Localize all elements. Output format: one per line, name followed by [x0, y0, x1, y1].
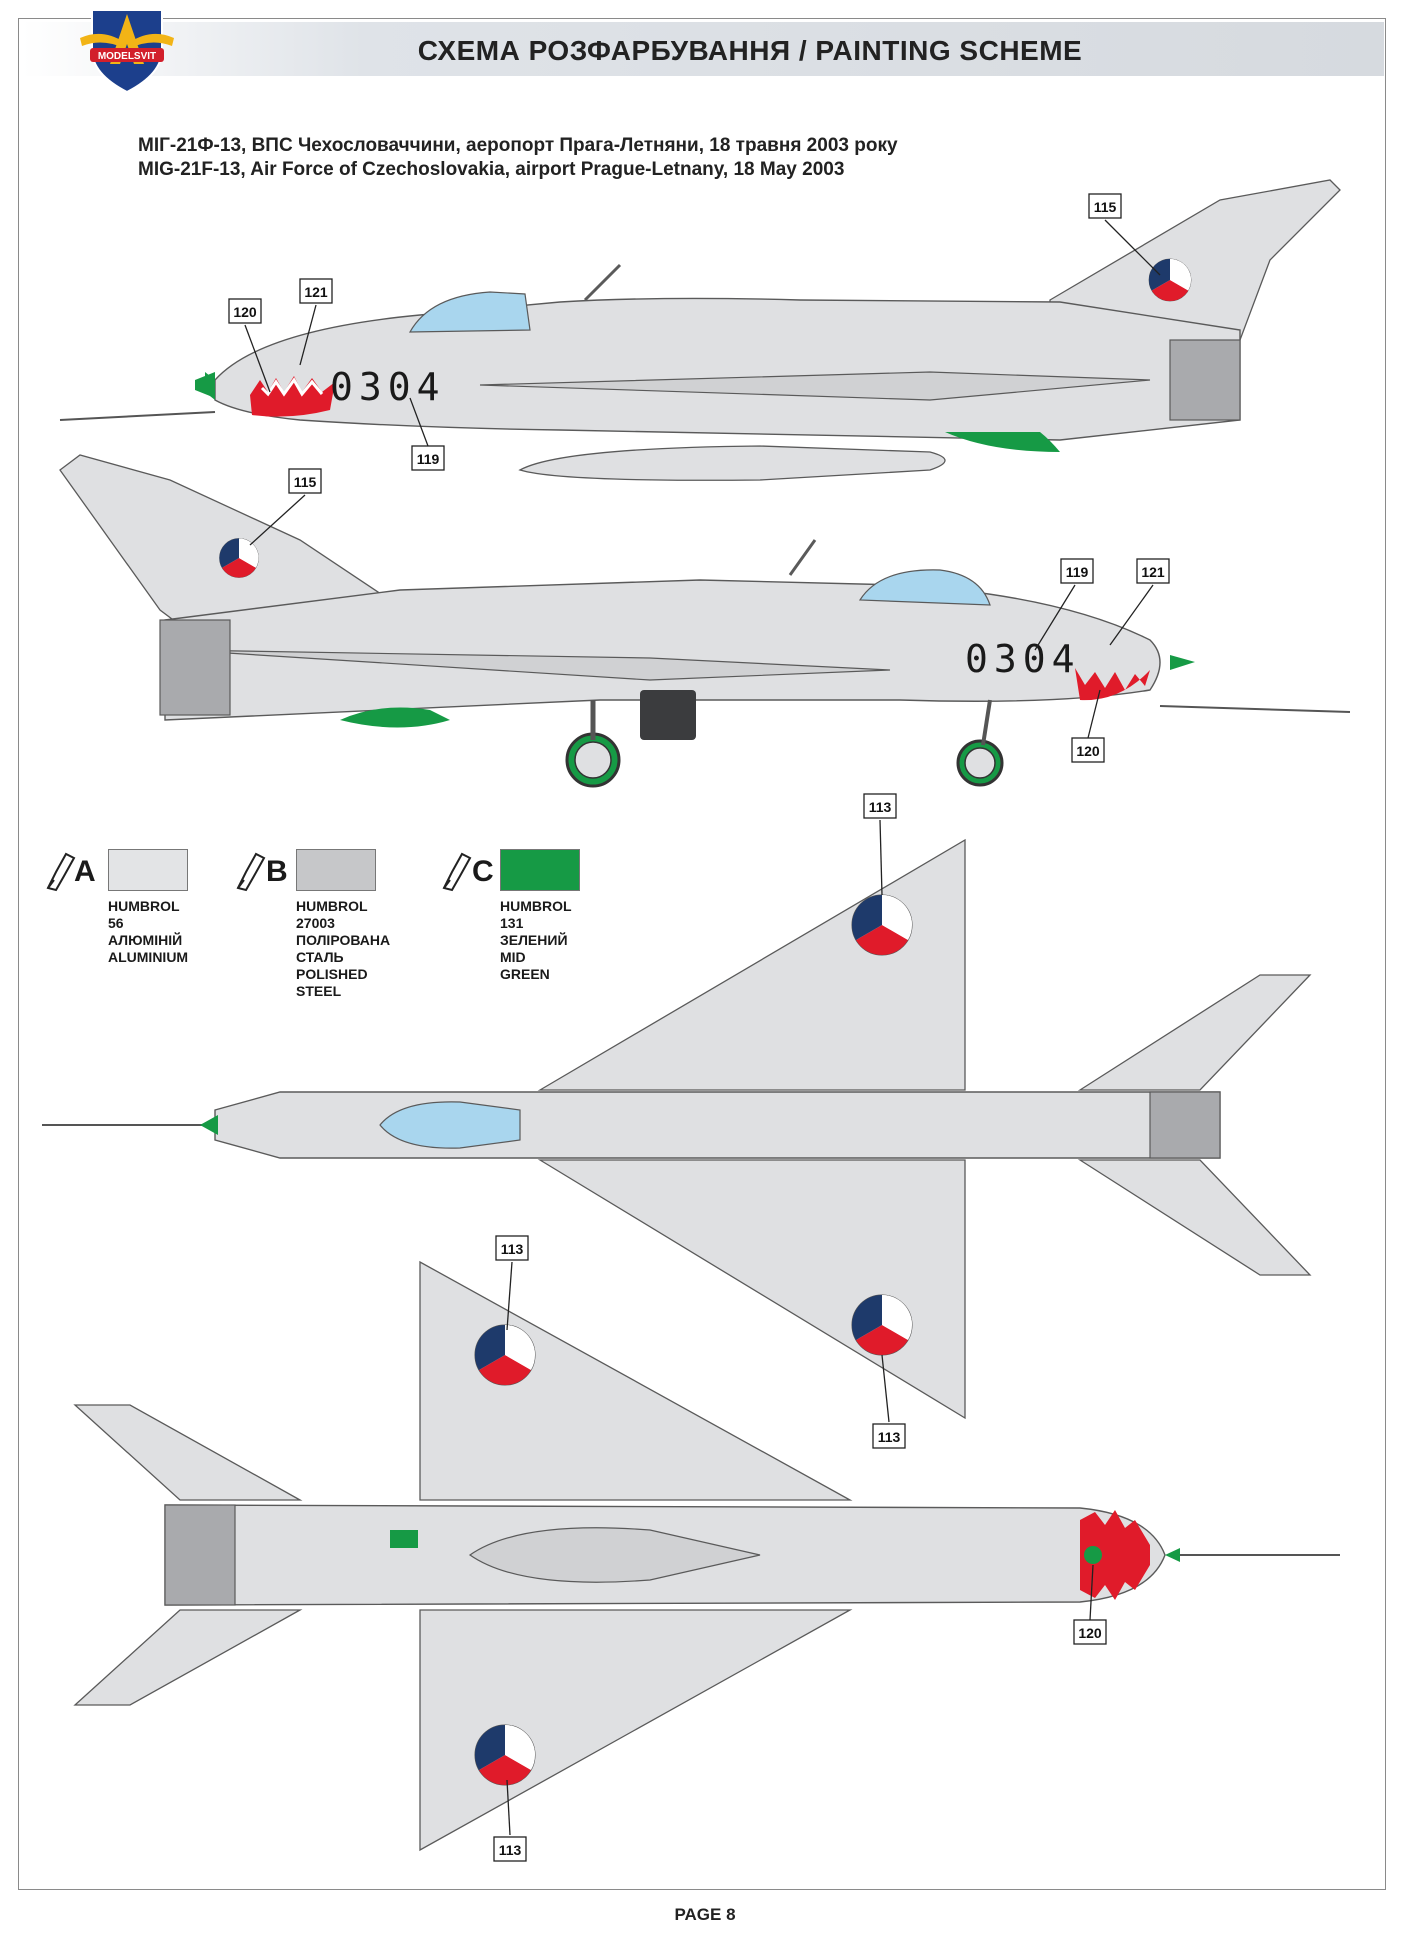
paint-name-ua-a: АЛЮМІНІЙ — [108, 932, 183, 948]
svg-text:115: 115 — [1094, 199, 1117, 215]
side-view-left: 0304 — [59, 179, 1341, 481]
svg-text:113: 113 — [878, 1429, 901, 1445]
brush-icon — [46, 852, 76, 892]
paint-brand-c: HUMBROL 131 — [500, 898, 572, 931]
paint-name-en-b: POLISHED STEEL — [296, 966, 368, 999]
side-view-right: 0304 — [59, 454, 1351, 788]
paint-swatch-a — [108, 849, 188, 891]
svg-text:119: 119 — [1066, 564, 1089, 580]
page-title: СХЕМА РОЗФАРБУВАННЯ / PAINTING SCHEME — [417, 35, 1083, 66]
caption-line-en: MIG-21F-13, Air Force of Czechoslovakia,… — [138, 159, 845, 180]
callout-119-a: 119 — [409, 397, 445, 471]
paint-swatch-c — [500, 849, 580, 891]
svg-text:119: 119 — [417, 451, 440, 467]
callout-120-bottom: 120 — [1073, 1564, 1107, 1645]
header-band — [22, 22, 1384, 76]
callout-120-a: 120 — [228, 298, 271, 393]
modelsvit-logo: MODELSVIT — [80, 9, 174, 94]
paint-name-en-c: MID GREEN — [500, 949, 550, 982]
paint-label-c: HUMBROL 131 ЗЕЛЕНИЙ MID GREEN — [500, 898, 571, 983]
callout-113-top-a: 113 — [863, 793, 897, 896]
svg-text:113: 113 — [499, 1842, 522, 1858]
brush-icon — [236, 852, 266, 892]
callout-115-b: 115 — [249, 468, 322, 546]
serial-number-side-left: 0304 — [330, 365, 446, 409]
callout-119-b: 119 — [1034, 558, 1094, 651]
paint-brand-a: HUMBROL 56 — [108, 898, 180, 931]
svg-text:121: 121 — [304, 284, 328, 300]
paint-swatch-b — [296, 849, 376, 891]
paint-name-ua-b: ПОЛІРОВАНА СТАЛЬ — [296, 932, 391, 965]
paint-letter-c: C — [472, 855, 494, 888]
paint-letter-a: A — [74, 855, 96, 888]
top-view — [42, 838, 1312, 1420]
paint-brand-b: HUMBROL 27003 — [296, 898, 368, 931]
callout-121-b: 121 — [1109, 558, 1170, 646]
paint-letter-b: B — [266, 855, 288, 888]
callout-120-b: 120 — [1071, 689, 1105, 763]
aircraft-caption: МІГ-21Ф-13, ВПС Чехословаччини, аеропорт… — [138, 134, 898, 182]
svg-text:120: 120 — [1078, 1625, 1102, 1641]
bottom-view — [73, 1260, 1340, 1852]
paint-name-en-a: ALUMINIUM — [108, 949, 189, 965]
svg-text:120: 120 — [233, 304, 257, 320]
svg-text:113: 113 — [501, 1241, 524, 1257]
logo-text: MODELSVIT — [98, 51, 156, 62]
paint-name-ua-c: ЗЕЛЕНИЙ — [500, 932, 568, 948]
svg-text:113: 113 — [869, 799, 892, 815]
callout-113-bottom-a: 113 — [495, 1235, 529, 1331]
caption-line-ua: МІГ-21Ф-13, ВПС Чехословаччини, аеропорт… — [138, 135, 898, 156]
svg-text:120: 120 — [1076, 743, 1100, 759]
svg-text:115: 115 — [294, 474, 317, 490]
paint-label-b: HUMBROL 27003 ПОЛІРОВАНА СТАЛЬ POLISHED … — [296, 898, 390, 1000]
paint-label-a: HUMBROL 56 АЛЮМІНІЙ ALUMINIUM — [108, 898, 188, 966]
serial-number-side-right: 0304 — [965, 637, 1081, 681]
callout-113-bottom-b: 113 — [493, 1779, 527, 1862]
brush-icon — [442, 852, 472, 892]
svg-text:121: 121 — [1141, 564, 1165, 580]
callout-121-a: 121 — [299, 278, 333, 366]
callout-115-a: 115 — [1088, 193, 1161, 276]
callout-113-top-b: 113 — [872, 1354, 906, 1449]
page-number: PAGE 8 — [674, 1905, 736, 1924]
